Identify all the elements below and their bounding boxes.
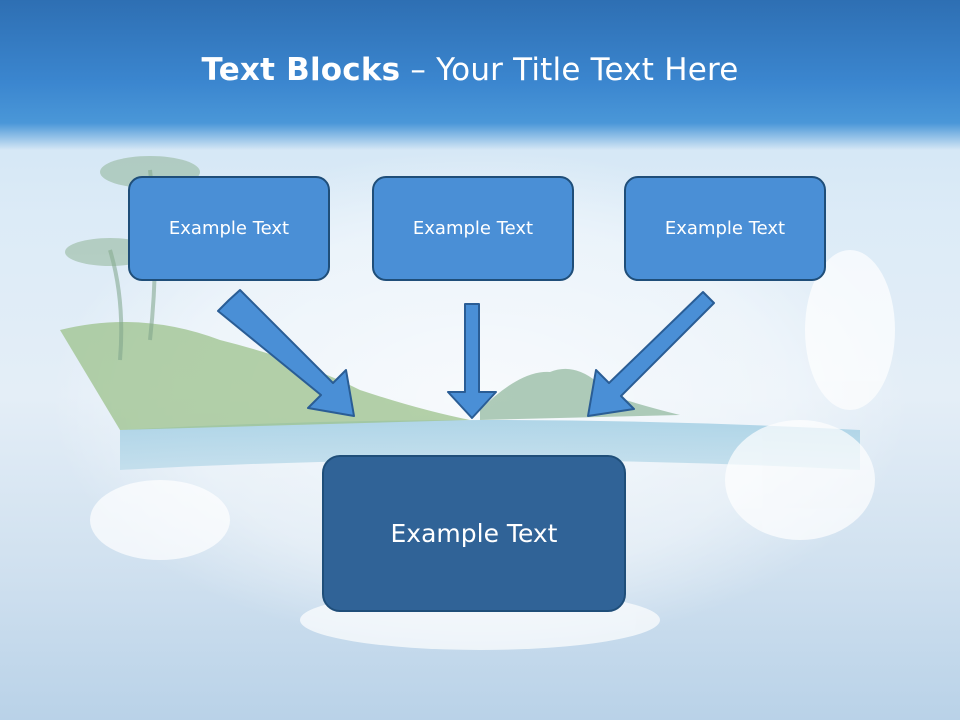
title-bold-part: Text Blocks [201, 52, 401, 88]
title-rest: Your Title Text Here [436, 52, 739, 88]
text-block-bottom[interactable]: Example Text [322, 455, 626, 612]
text-block-left[interactable]: Example Text [128, 176, 330, 281]
arrow-left-diagonal [217, 289, 355, 417]
text-block-right[interactable]: Example Text [624, 176, 826, 281]
arrow-right-diagonal [587, 291, 715, 417]
title-dash: – [400, 52, 437, 88]
text-block-center[interactable]: Example Text [372, 176, 574, 281]
slide-title: Text Blocks – Your Title Text Here [0, 52, 940, 88]
arrow-center-down [447, 303, 497, 419]
title-bar [0, 0, 960, 150]
